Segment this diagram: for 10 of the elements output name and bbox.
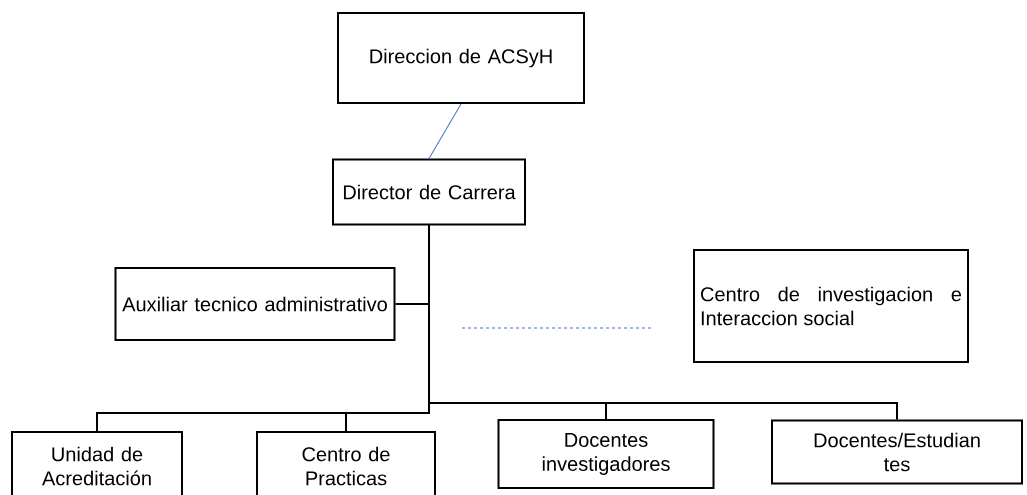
org-box: Centro de investigacion e Interaccion social	[693, 249, 969, 363]
connector-line	[428, 224, 898, 421]
org-box: Centro de Practicas	[256, 431, 436, 495]
org-box: Director de Carrera	[332, 158, 526, 226]
org-box: Auxiliar tecnico administrativo	[114, 267, 396, 341]
connector-line	[428, 103, 462, 159]
org-box: Unidad de Acreditación	[11, 431, 183, 495]
org-box: Direccion de ACSyH	[337, 12, 585, 104]
org-box: Docentes/Estudian tes	[771, 419, 1023, 485]
org-box: Docentes investigadores	[497, 419, 715, 489]
